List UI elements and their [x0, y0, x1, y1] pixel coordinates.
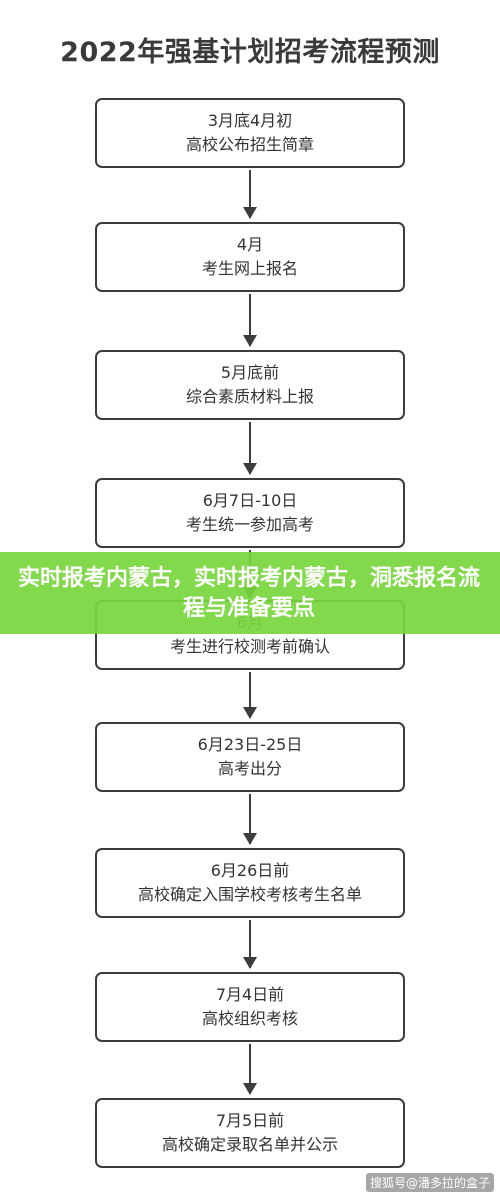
flow-step-4: 6月7日-10日 考生统一参加高考 [95, 478, 405, 548]
page-title: 2022年强基计划招考流程预测 [60, 37, 440, 68]
flow-arrow [243, 920, 257, 969]
flow-step-2: 4月 考生网上报名 [95, 222, 405, 292]
step-date: 4月 [236, 235, 264, 254]
step-desc: 综合素质材料上报 [185, 387, 314, 406]
step-desc: 高校组织考核 [201, 1009, 298, 1028]
step-desc: 高校确定录取名单并公示 [161, 1135, 338, 1154]
flow-step-6: 6月23日-25日 高考出分 [95, 722, 405, 792]
step-desc: 考生进行校测考前确认 [169, 637, 330, 656]
flow-arrow [243, 1044, 257, 1095]
step-date: 3月底4月初 [207, 111, 293, 130]
step-date: 6月26日前 [210, 861, 290, 880]
flow-step-1: 3月底4月初 高校公布招生简章 [95, 98, 405, 168]
step-date: 5月底前 [220, 363, 280, 382]
step-desc: 考生统一参加高考 [185, 515, 314, 534]
step-date: 7月5日前 [215, 1111, 285, 1130]
step-date: 6月23日-25日 [197, 735, 303, 754]
step-desc: 高考出分 [217, 759, 282, 778]
flow-arrow [243, 794, 257, 845]
step-date: 6月7日-10日 [202, 491, 298, 510]
flow-step-8: 7月4日前 高校组织考核 [95, 972, 405, 1042]
step-desc: 高校公布招生简章 [185, 135, 314, 154]
flow-arrow [243, 170, 257, 219]
flow-arrow [243, 294, 257, 347]
headline-banner: 实时报考内蒙古，实时报考内蒙古，洞悉报名流程与准备要点 [0, 552, 500, 634]
step-desc: 高校确定入围学校考核考生名单 [137, 885, 362, 904]
step-desc: 考生网上报名 [201, 259, 298, 278]
watermark: 搜狐号@潘多拉的盒子 [365, 1173, 494, 1192]
flow-step-7: 6月26日前 高校确定入围学校考核考生名单 [95, 848, 405, 918]
flow-step-3: 5月底前 综合素质材料上报 [95, 350, 405, 420]
step-date: 7月4日前 [215, 985, 285, 1004]
flow-arrow [243, 422, 257, 475]
flow-step-9: 7月5日前 高校确定录取名单并公示 [95, 1098, 405, 1168]
flow-arrow [243, 672, 257, 719]
